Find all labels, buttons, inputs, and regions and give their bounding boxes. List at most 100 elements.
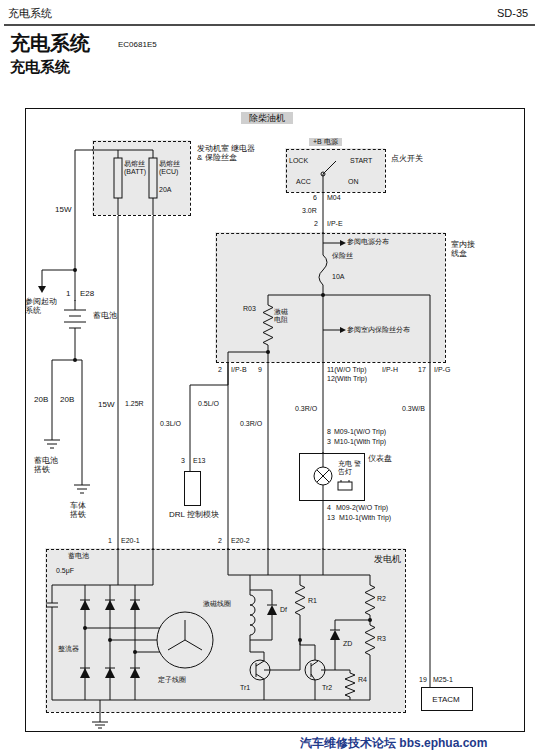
part-label: 整流器 bbox=[58, 645, 79, 653]
fuse-label: 易熔丝 (ECU) bbox=[159, 160, 189, 176]
wire-connector bbox=[323, 193, 324, 233]
box-label: 点火开关 bbox=[391, 154, 425, 163]
wire-code: 15W bbox=[98, 400, 114, 409]
box-label: +B 电源 bbox=[309, 138, 342, 146]
wire-connector bbox=[190, 363, 228, 471]
pin-label: I/P-B bbox=[231, 366, 247, 374]
wire-connector bbox=[430, 363, 431, 687]
box-label: 室内接线盒 bbox=[451, 240, 477, 258]
diagram-code: EC0681E5 bbox=[118, 40, 157, 49]
pin-label: M25-1 bbox=[433, 676, 453, 684]
part-label: 0.5μF bbox=[56, 567, 74, 575]
wire-connector bbox=[268, 363, 269, 549]
switch-position: START bbox=[350, 157, 372, 165]
etacm-box: ETACM bbox=[421, 687, 473, 711]
note-label: 参阅室内保险丝分布 bbox=[347, 326, 410, 334]
wire-connector bbox=[118, 216, 119, 549]
pin-label: 17 bbox=[418, 366, 426, 374]
pin-label: M10-1(With Trip) bbox=[334, 438, 386, 446]
wire-connector bbox=[323, 363, 324, 453]
wire-code: 0.3R/O bbox=[240, 420, 262, 428]
note-label: 参阅起动系统 bbox=[25, 297, 59, 315]
box-label: DRL 控制模块 bbox=[165, 510, 223, 519]
switch-position: LOCK bbox=[289, 157, 308, 165]
page-header: 充电系统 bbox=[8, 7, 52, 20]
fuse-label: 20A bbox=[159, 186, 171, 194]
box-label: 除柴油机 bbox=[241, 112, 293, 124]
wire-code: 15W bbox=[55, 205, 71, 214]
part-label: 激磁 电阻 bbox=[274, 308, 290, 324]
box-label: 仪表盘 bbox=[368, 454, 392, 463]
fuse-label: 易熔丝 (BATT) bbox=[124, 160, 148, 176]
pin-label: E20-2 bbox=[231, 537, 250, 545]
pin-label: 2 bbox=[218, 537, 222, 545]
wire-code: 0.3L/O bbox=[160, 420, 181, 428]
part-label: R4 bbox=[358, 676, 367, 684]
part-label: 定子线圈 bbox=[158, 676, 186, 684]
wire-code: 3.0R bbox=[302, 207, 317, 215]
part-label: 保险丝 bbox=[332, 252, 353, 260]
pin-label: 8 bbox=[327, 428, 331, 436]
pin-label: M10-1(With Trip) bbox=[339, 514, 391, 522]
section-title: 充电系统 bbox=[10, 58, 70, 75]
junction-box: 室内接线盒 bbox=[216, 233, 446, 363]
box-label: 蓄电池 bbox=[93, 311, 117, 320]
box-label: ETACM bbox=[422, 695, 470, 704]
part-label: Tr2 bbox=[322, 684, 332, 692]
wire-connector bbox=[228, 363, 229, 549]
switch-position: ACC bbox=[296, 178, 311, 186]
pin-label: M09-1(W/O Trip) bbox=[334, 428, 386, 436]
ground-label: 车体 搭铁 bbox=[70, 501, 88, 519]
pin-label: M09-2(W/O Trip) bbox=[336, 504, 388, 512]
box-label: 发动机室 继电器 & 保险丝盒 bbox=[197, 144, 257, 162]
pin-label: 1 bbox=[108, 537, 112, 545]
pin-label: 4 bbox=[327, 504, 331, 512]
wire-code: 0.3R/O bbox=[295, 405, 317, 413]
pin-label: I/P-G bbox=[434, 366, 450, 374]
wire-code: 20B bbox=[60, 395, 74, 404]
pin-label: 11(W/O Trip) bbox=[327, 366, 367, 374]
pin-label: E28 bbox=[80, 289, 94, 298]
part-label: R1 bbox=[308, 597, 317, 605]
battery-symbol: 蓄电池 bbox=[63, 301, 89, 346]
note-label: 参阅电源分布 bbox=[347, 238, 389, 246]
drl-module: DRL 控制模块 bbox=[184, 471, 201, 506]
part-label: R3 bbox=[377, 635, 386, 643]
part-label: Df bbox=[280, 606, 287, 614]
pin-label: 12(With Trip) bbox=[327, 375, 367, 383]
pin-label: 13 bbox=[327, 514, 335, 522]
wire-connector bbox=[153, 216, 154, 549]
wire-connector bbox=[323, 501, 324, 549]
wire-code: 1.25R bbox=[125, 400, 144, 408]
part-label: R2 bbox=[377, 595, 386, 603]
part-label: Tr1 bbox=[240, 684, 250, 692]
pin-label: 3 bbox=[327, 438, 331, 446]
instrument-cluster: 充电 警告灯仪表盘 bbox=[299, 453, 365, 501]
part-label: R03 bbox=[243, 305, 256, 313]
pin-label: E20-1 bbox=[121, 537, 140, 545]
fuse-label: 10A bbox=[332, 273, 344, 281]
switch-position: ON bbox=[348, 178, 359, 186]
wire-code: 0.5L/O bbox=[198, 400, 219, 408]
footer-watermark: 汽车维修技术论坛 bbs.ephua.com bbox=[300, 737, 487, 751]
pin-label: E13 bbox=[193, 457, 205, 465]
page-title: 充电系统 bbox=[10, 32, 90, 55]
pin-label: I/P-H bbox=[382, 366, 398, 374]
wire-code: 0.3W/B bbox=[402, 405, 425, 413]
part-label: 蓄电池 bbox=[68, 552, 89, 560]
pin-label: 19 bbox=[419, 676, 427, 684]
ground-label: 蓄电池 搭铁 bbox=[34, 456, 60, 474]
pin-label: 1 bbox=[66, 289, 70, 298]
box-label: 充电 警告灯 bbox=[338, 460, 362, 476]
pin-label: 3 bbox=[181, 457, 185, 465]
fuse-box: 发动机室 继电器 & 保险丝盒 bbox=[93, 141, 191, 216]
wire-connector bbox=[75, 150, 93, 301]
pin-label: 9 bbox=[258, 366, 262, 374]
pin-label: I/P-E bbox=[327, 220, 343, 228]
pin-label: 6 bbox=[313, 194, 317, 202]
outer-frame: 除柴油机发动机室 继电器 & 保险丝盒 +B 电源点火开关室内接线盒蓄电池 DRL … bbox=[25, 108, 525, 732]
box-label: 发电机 bbox=[374, 554, 401, 564]
pin-label: 2 bbox=[218, 366, 222, 374]
part-label: ZD bbox=[343, 640, 352, 648]
page-header: SD-35 bbox=[497, 7, 528, 20]
